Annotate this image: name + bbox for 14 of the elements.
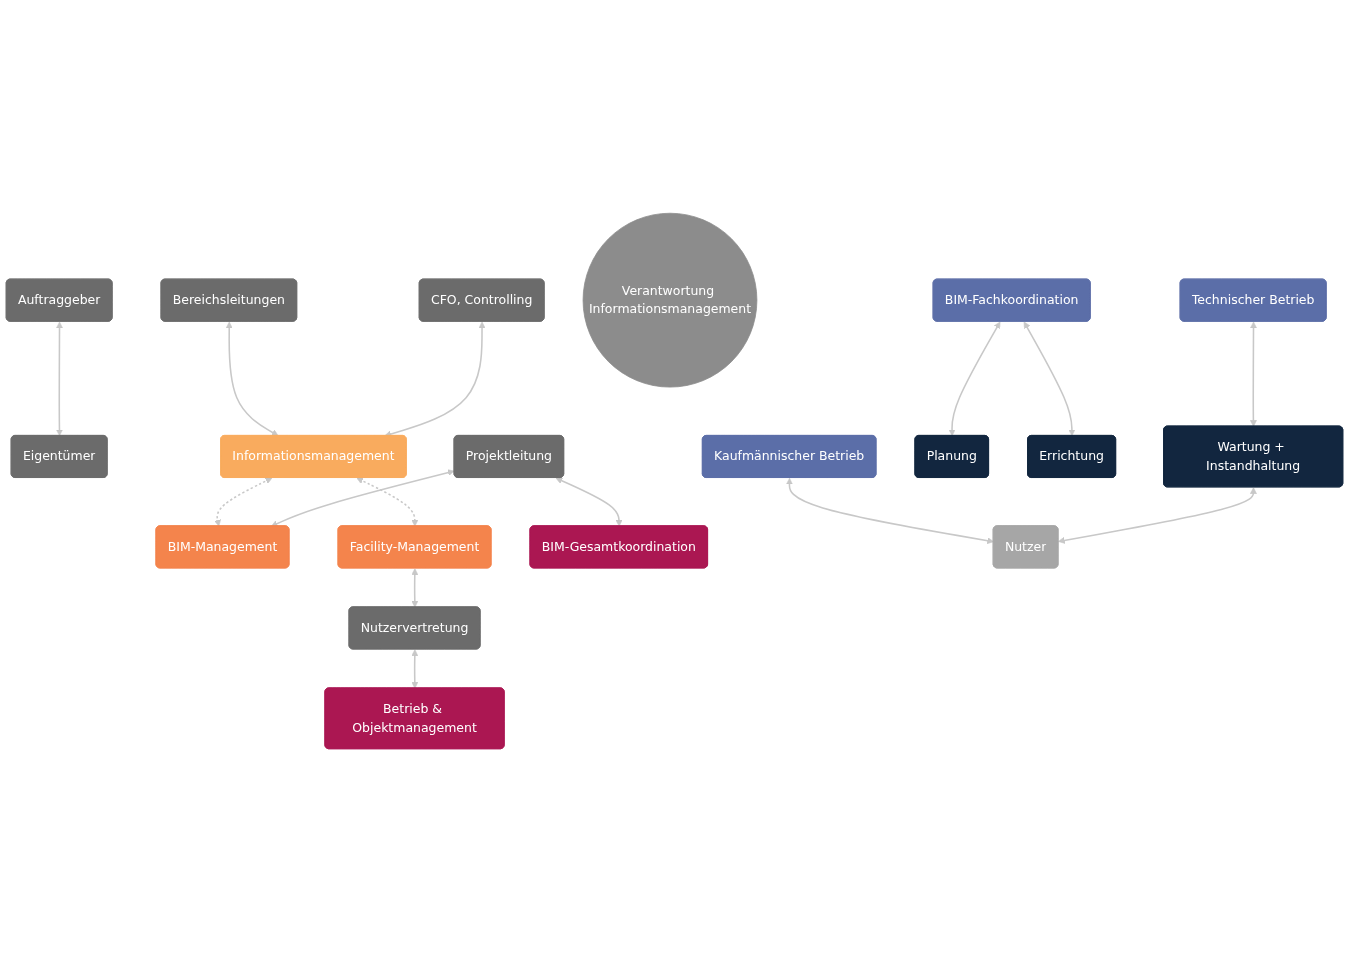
arrow xyxy=(225,321,279,437)
arrow xyxy=(1023,321,1076,437)
arrow xyxy=(1058,487,1257,544)
arrow xyxy=(356,477,419,527)
arrow xyxy=(56,321,63,437)
arrow xyxy=(271,469,455,527)
node-circle: Verantwortung Informationsmanagement xyxy=(582,212,758,388)
arrow xyxy=(411,649,419,689)
arrow xyxy=(786,477,994,545)
arrow xyxy=(214,477,273,527)
arrow xyxy=(555,477,623,527)
arrow xyxy=(1250,321,1257,427)
arrow xyxy=(948,321,1001,437)
arrow xyxy=(411,568,419,608)
